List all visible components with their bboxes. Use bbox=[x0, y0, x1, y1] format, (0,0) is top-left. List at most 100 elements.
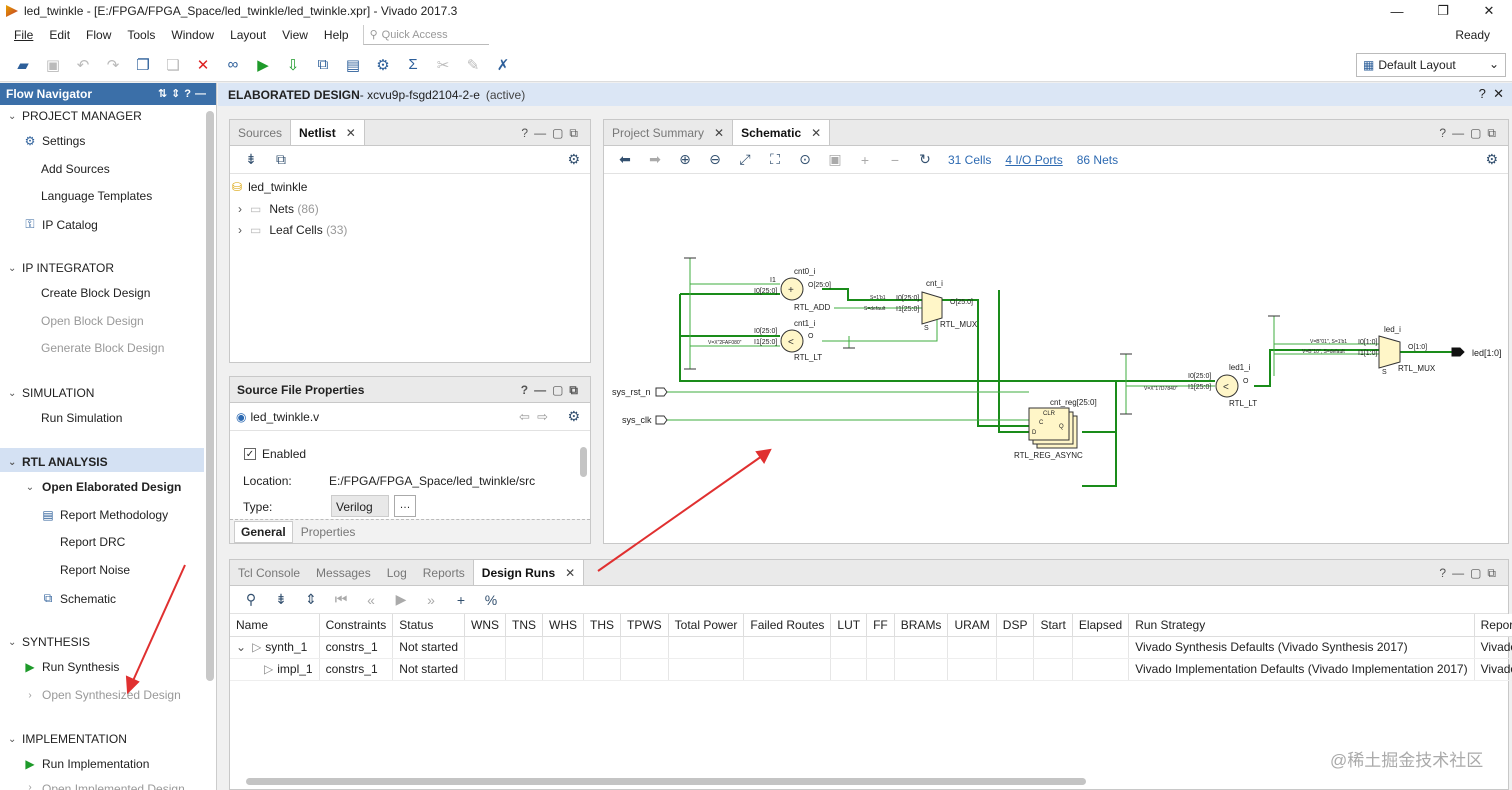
col-total-power[interactable]: Total Power bbox=[668, 614, 745, 637]
program-icon[interactable]: ⇩ bbox=[286, 56, 300, 74]
nav-open-implemented-design[interactable]: ›Open Implemented Design bbox=[28, 782, 185, 790]
nav-open-block-design[interactable]: Open Block Design bbox=[41, 314, 144, 328]
browse-button[interactable]: … bbox=[394, 495, 416, 517]
paste-icon[interactable]: ❏ bbox=[166, 56, 180, 74]
back-icon[interactable]: ⬅ bbox=[619, 151, 631, 167]
layout-select[interactable]: ▦ Default Layout ⌄ bbox=[1356, 53, 1506, 77]
menu-edit[interactable]: Edit bbox=[49, 28, 71, 42]
tab-project-summary[interactable]: Project Summary✕ bbox=[612, 126, 725, 140]
menu-view[interactable]: View bbox=[282, 28, 308, 42]
help-close-icons[interactable]: ? ✕ bbox=[1478, 86, 1504, 101]
io-ports-link[interactable]: 4 I/O Ports bbox=[1005, 152, 1063, 167]
close-icon[interactable]: ✕ bbox=[565, 565, 576, 580]
tool-disabled-1-icon[interactable]: ✂ bbox=[436, 56, 450, 74]
flow-navigator-controls-icon[interactable]: ⇅⇕?— bbox=[157, 88, 210, 100]
flow-navigator-scrollbar[interactable] bbox=[206, 111, 214, 681]
rtl-lt-cell-2[interactable] bbox=[1215, 374, 1239, 398]
rtl-add-cell[interactable] bbox=[780, 277, 804, 301]
nav-ip-catalog[interactable]: ⚿IP Catalog bbox=[22, 217, 97, 232]
nav-run-synthesis[interactable]: ▶Run Synthesis bbox=[22, 660, 119, 674]
save-icon[interactable]: ▣ bbox=[45, 56, 61, 74]
nav-generate-block-design[interactable]: Generate Block Design bbox=[41, 341, 165, 355]
collapse-all-icon[interactable]: ⇟ bbox=[275, 591, 287, 607]
nav-run-implementation[interactable]: ▶Run Implementation bbox=[22, 757, 149, 771]
fit-icon[interactable]: ⤢ bbox=[739, 151, 751, 167]
run-icon[interactable]: ▶ bbox=[257, 56, 269, 74]
close-icon[interactable]: ✕ bbox=[811, 125, 822, 140]
section-implementation[interactable]: ⌄IMPLEMENTATION bbox=[8, 732, 127, 746]
led-output-port[interactable] bbox=[1451, 347, 1465, 357]
delete-icon[interactable]: ✕ bbox=[196, 56, 210, 74]
rtl-mux-cell-1[interactable] bbox=[921, 291, 943, 325]
minimize-icon[interactable]: — bbox=[1390, 3, 1404, 19]
section-simulation[interactable]: ⌄SIMULATION bbox=[8, 386, 95, 400]
tab-design-runs[interactable]: Design Runs✕ bbox=[472, 559, 585, 585]
netlist-root[interactable]: ⛁led_twinkle bbox=[232, 180, 308, 194]
panel-controls-icon[interactable]: ?—▢⧉ bbox=[1439, 566, 1502, 580]
next-icon[interactable]: » bbox=[427, 591, 435, 608]
enabled-checkbox[interactable]: ✓Enabled bbox=[244, 447, 307, 461]
nav-open-synthesized-design[interactable]: ›Open Synthesized Design bbox=[28, 688, 181, 702]
section-rtl-analysis[interactable]: ⌄RTL ANALYSIS bbox=[8, 455, 108, 469]
undo-icon[interactable]: ↶ bbox=[76, 56, 90, 74]
col-tpws[interactable]: TPWS bbox=[620, 614, 669, 637]
col-lut[interactable]: LUT bbox=[830, 614, 868, 637]
quick-access-input[interactable]: ⚲ Quick Access bbox=[362, 25, 489, 45]
col-tns[interactable]: TNS bbox=[505, 614, 543, 637]
gear-icon[interactable]: ⚙ bbox=[1485, 151, 1498, 167]
menu-file[interactable]: File bbox=[14, 28, 34, 42]
panel-controls-icon[interactable]: ?—▢⧉ bbox=[521, 126, 584, 140]
gear-icon[interactable]: ⚙ bbox=[567, 151, 580, 167]
col-constraints[interactable]: Constraints bbox=[319, 614, 394, 637]
netlist-leaf-cells[interactable]: ›▭Leaf Cells (33) bbox=[238, 223, 348, 237]
cells-count-link[interactable]: 31 Cells bbox=[948, 152, 992, 167]
expand-all-icon[interactable]: ⇕ bbox=[305, 591, 317, 607]
schematic-canvas[interactable]: + < < sys_rst_n sys_clk led[1:0] cnt0_i … bbox=[604, 176, 1508, 542]
section-synthesis[interactable]: ⌄SYNTHESIS bbox=[8, 635, 91, 649]
nav-run-simulation[interactable]: Run Simulation bbox=[41, 411, 123, 425]
nav-open-elaborated-design[interactable]: ⌄Open Elaborated Design bbox=[25, 480, 182, 494]
cell-icon[interactable]: ▣ bbox=[828, 151, 842, 167]
menu-tools[interactable]: Tools bbox=[127, 28, 156, 42]
col-uram[interactable]: URAM bbox=[947, 614, 997, 637]
refresh-icon[interactable]: ↻ bbox=[919, 151, 931, 167]
nav-report-noise[interactable]: Report Noise bbox=[60, 563, 131, 577]
col-elapsed[interactable]: Elapsed bbox=[1072, 614, 1130, 637]
menu-window[interactable]: Window bbox=[171, 28, 215, 42]
binoculars-icon[interactable]: ∞ bbox=[227, 56, 239, 73]
redo-icon[interactable]: ↷ bbox=[106, 56, 120, 74]
search-icon[interactable]: ⚲ bbox=[245, 591, 257, 607]
sys-rst-n-port[interactable] bbox=[655, 387, 668, 397]
horizontal-scrollbar[interactable] bbox=[246, 778, 1086, 785]
close-icon[interactable]: ✕ bbox=[1483, 3, 1495, 18]
nav-add-sources[interactable]: Add Sources bbox=[41, 162, 110, 176]
nav-settings[interactable]: ⚙Settings bbox=[22, 134, 86, 148]
tab-messages[interactable]: Messages bbox=[316, 566, 371, 580]
tab-properties[interactable]: Properties bbox=[300, 524, 356, 539]
tab-sources[interactable]: Sources bbox=[238, 126, 283, 140]
zoom-fit-selection-icon[interactable]: ⛶ bbox=[770, 151, 780, 167]
tab-schematic[interactable]: Schematic✕ bbox=[732, 119, 831, 145]
debug-icon[interactable]: ✗ bbox=[496, 56, 510, 74]
menu-layout[interactable]: Layout bbox=[230, 28, 267, 42]
col-report-strategy[interactable]: Report Str bbox=[1474, 614, 1512, 637]
col-dsp[interactable]: DSP bbox=[996, 614, 1035, 637]
rtl-lt-cell-1[interactable] bbox=[780, 329, 804, 353]
col-ths[interactable]: THS bbox=[583, 614, 621, 637]
col-start[interactable]: Start bbox=[1033, 614, 1073, 637]
schematic-tool-icon[interactable]: ⧉ bbox=[317, 56, 329, 73]
previous-icon[interactable]: « bbox=[367, 591, 375, 608]
launch-icon[interactable]: ▶ bbox=[395, 591, 407, 607]
tab-log[interactable]: Log bbox=[386, 566, 407, 580]
target-icon[interactable]: ⊙ bbox=[799, 151, 811, 167]
zoom-in-icon[interactable]: ⊕ bbox=[679, 151, 691, 167]
close-icon[interactable]: ✕ bbox=[714, 126, 725, 140]
open-folder-icon[interactable]: ▰ bbox=[17, 56, 29, 74]
tab-tcl-console[interactable]: Tcl Console bbox=[238, 566, 301, 580]
col-brams[interactable]: BRAMs bbox=[894, 614, 949, 637]
report-icon[interactable]: ▤ bbox=[345, 56, 361, 74]
nav-schematic[interactable]: ⧉Schematic bbox=[40, 591, 116, 606]
col-run-strategy[interactable]: Run Strategy bbox=[1128, 614, 1475, 637]
maximize-icon[interactable]: ❐ bbox=[1437, 3, 1449, 18]
sys-clk-port[interactable] bbox=[655, 415, 668, 425]
